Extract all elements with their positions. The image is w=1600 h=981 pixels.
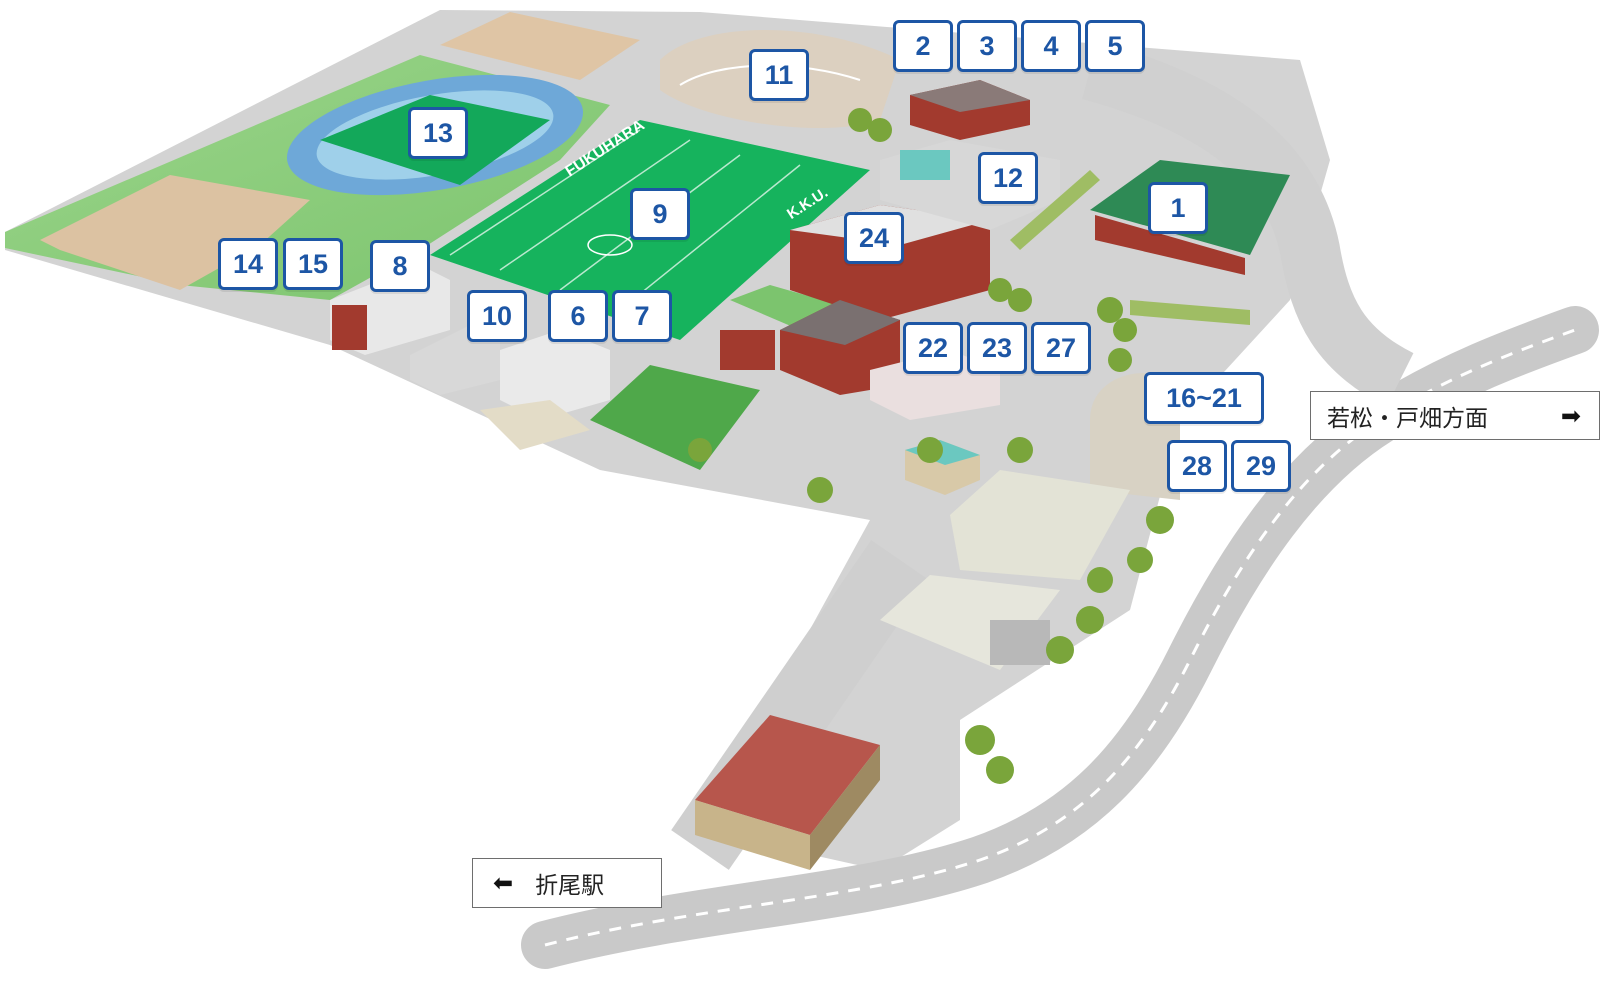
direction-west[interactable]: ⬅ 折尾駅 [472,858,662,908]
marker-15[interactable]: 15 [283,238,343,290]
marker-24[interactable]: 24 [844,212,904,264]
marker-6[interactable]: 6 [548,290,608,342]
marker-29[interactable]: 29 [1231,440,1291,492]
trees [688,108,1174,784]
marker-3[interactable]: 3 [957,20,1017,72]
direction-east[interactable]: 若松・戸畑方面 ➡ [1310,391,1600,440]
marker-10[interactable]: 10 [467,290,527,342]
arrow-right-icon: ➡ [1560,401,1581,430]
marker-16-21[interactable]: 16~21 [1144,372,1264,424]
marker-2[interactable]: 2 [893,20,953,72]
marker-22[interactable]: 22 [903,322,963,374]
building-6-7 [500,330,610,420]
building-10 [410,325,500,395]
marker-28[interactable]: 28 [1167,440,1227,492]
marker-27[interactable]: 27 [1031,322,1091,374]
direction-west-label: 折尾駅 [535,873,605,899]
marker-5[interactable]: 5 [1085,20,1145,72]
marker-13[interactable]: 13 [408,107,468,159]
dirt-field-west [40,175,310,290]
marker-9[interactable]: 9 [630,188,690,240]
building-1-wall [1095,215,1245,275]
south-field [590,365,760,470]
south-gym-roof [695,715,880,835]
upper-road [1082,41,1415,407]
direction-east-label: 若松・戸畑方面 [1327,405,1488,432]
marker-1[interactable]: 1 [1148,182,1208,234]
south-gym-wall [695,800,810,870]
tree-rows [1010,170,1250,325]
marker-11[interactable]: 11 [749,49,809,101]
plaza [950,470,1130,580]
marker-4[interactable]: 4 [1021,20,1081,72]
dirt-court-top [440,12,640,80]
marker-7[interactable]: 7 [612,290,672,342]
marker-23[interactable]: 23 [967,322,1027,374]
marker-12[interactable]: 12 [978,152,1038,204]
marker-8[interactable]: 8 [370,240,430,292]
arrow-left-icon: ⬅ [493,869,514,897]
main-road-dash [544,328,1576,947]
marker-14[interactable]: 14 [218,238,278,290]
